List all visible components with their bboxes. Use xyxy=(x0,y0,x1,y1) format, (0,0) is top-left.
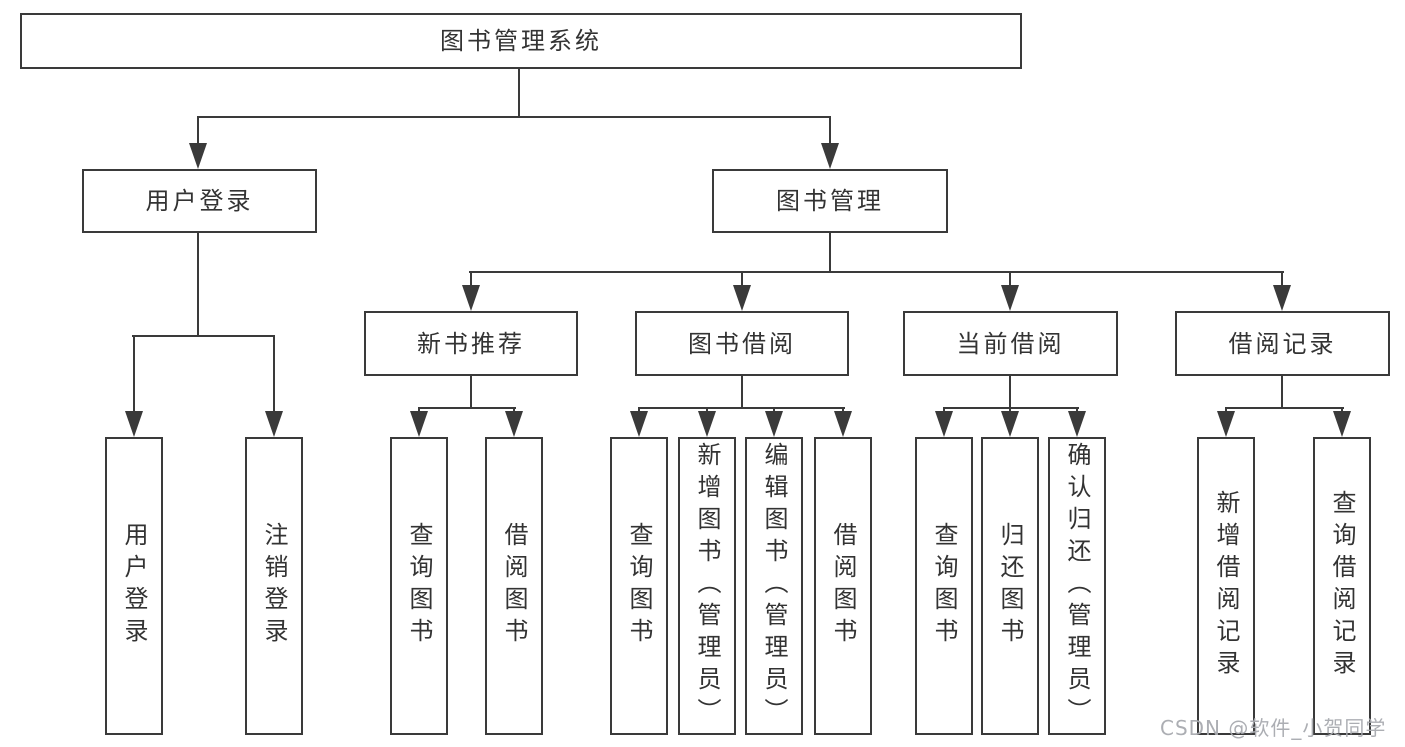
connector-line xyxy=(842,407,844,414)
arrowhead-icon xyxy=(834,411,852,437)
arrowhead-icon xyxy=(125,411,143,437)
connector-line xyxy=(741,376,743,409)
connector-line xyxy=(273,335,275,412)
connector-line xyxy=(943,407,1079,409)
arrowhead-icon xyxy=(462,285,480,311)
connector-line xyxy=(1009,407,1011,414)
connector-line xyxy=(1225,407,1344,409)
arrowhead-icon xyxy=(1333,411,1351,437)
connector-line xyxy=(1009,376,1011,409)
connector-line xyxy=(132,335,275,337)
arrowhead-icon xyxy=(733,285,751,311)
leaf-query-books-borrowing: 查询图书 xyxy=(610,437,668,735)
leaf-confirm-return-admin: 确认归还（管理员） xyxy=(1048,437,1106,735)
connector-line xyxy=(829,116,831,144)
node-user-login-branch: 用户登录 xyxy=(82,169,317,233)
connector-line xyxy=(1281,376,1283,409)
connector-line xyxy=(638,407,640,414)
leaf-query-borrow-record: 查询借阅记录 xyxy=(1313,437,1371,735)
arrowhead-icon xyxy=(265,411,283,437)
leaf-user-login: 用户登录 xyxy=(105,437,163,735)
leaf-borrow-books-recommend: 借阅图书 xyxy=(485,437,543,735)
connector-line xyxy=(418,407,420,414)
node-borrowing-records: 借阅记录 xyxy=(1175,311,1390,376)
connector-line xyxy=(1225,407,1227,414)
arrowhead-icon xyxy=(821,143,839,169)
arrowhead-icon xyxy=(1068,411,1086,437)
arrowhead-icon xyxy=(1217,411,1235,437)
arrowhead-icon xyxy=(1001,411,1019,437)
connector-line xyxy=(638,407,845,409)
connector-line xyxy=(197,233,199,337)
arrowhead-icon xyxy=(698,411,716,437)
arrowhead-icon xyxy=(1273,285,1291,311)
arrowhead-icon xyxy=(1001,285,1019,311)
arrowhead-icon xyxy=(505,411,523,437)
connector-line xyxy=(518,69,520,117)
connector-line xyxy=(418,407,516,409)
leaf-logout: 注销登录 xyxy=(245,437,303,735)
connector-line xyxy=(469,271,1284,273)
leaf-edit-book-admin: 编辑图书（管理员） xyxy=(745,437,803,735)
connector-line xyxy=(829,233,831,273)
arrowhead-icon xyxy=(935,411,953,437)
connector-line xyxy=(470,376,472,409)
connector-line xyxy=(741,271,743,287)
node-book-management-branch: 图书管理 xyxy=(712,169,948,233)
node-current-borrowing: 当前借阅 xyxy=(903,311,1118,376)
connector-line xyxy=(513,407,515,414)
leaf-add-book-admin: 新增图书（管理员） xyxy=(678,437,736,735)
connector-line xyxy=(943,407,945,414)
leaf-add-borrow-record: 新增借阅记录 xyxy=(1197,437,1255,735)
arrowhead-icon xyxy=(189,143,207,169)
node-new-book-recommendation: 新书推荐 xyxy=(364,311,578,376)
leaf-borrow-books-borrowing: 借阅图书 xyxy=(814,437,872,735)
connector-line xyxy=(1341,407,1343,414)
leaf-query-books-recommend: 查询图书 xyxy=(390,437,448,735)
node-book-borrowing: 图书借阅 xyxy=(635,311,849,376)
connector-line xyxy=(1009,271,1011,287)
connector-line xyxy=(197,116,831,118)
connector-line xyxy=(470,271,472,287)
connector-line xyxy=(1076,407,1078,414)
connector-line xyxy=(706,407,708,414)
connector-line xyxy=(773,407,775,414)
leaf-return-books: 归还图书 xyxy=(981,437,1039,735)
arrowhead-icon xyxy=(410,411,428,437)
connector-line xyxy=(197,116,199,144)
connector-line xyxy=(133,335,135,412)
arrowhead-icon xyxy=(630,411,648,437)
csdn-watermark: CSDN @软件_小贺同学 xyxy=(1160,716,1387,740)
arrowhead-icon xyxy=(765,411,783,437)
node-library-management-system: 图书管理系统 xyxy=(20,13,1022,69)
leaf-query-books-current: 查询图书 xyxy=(915,437,973,735)
connector-line xyxy=(1281,271,1283,287)
